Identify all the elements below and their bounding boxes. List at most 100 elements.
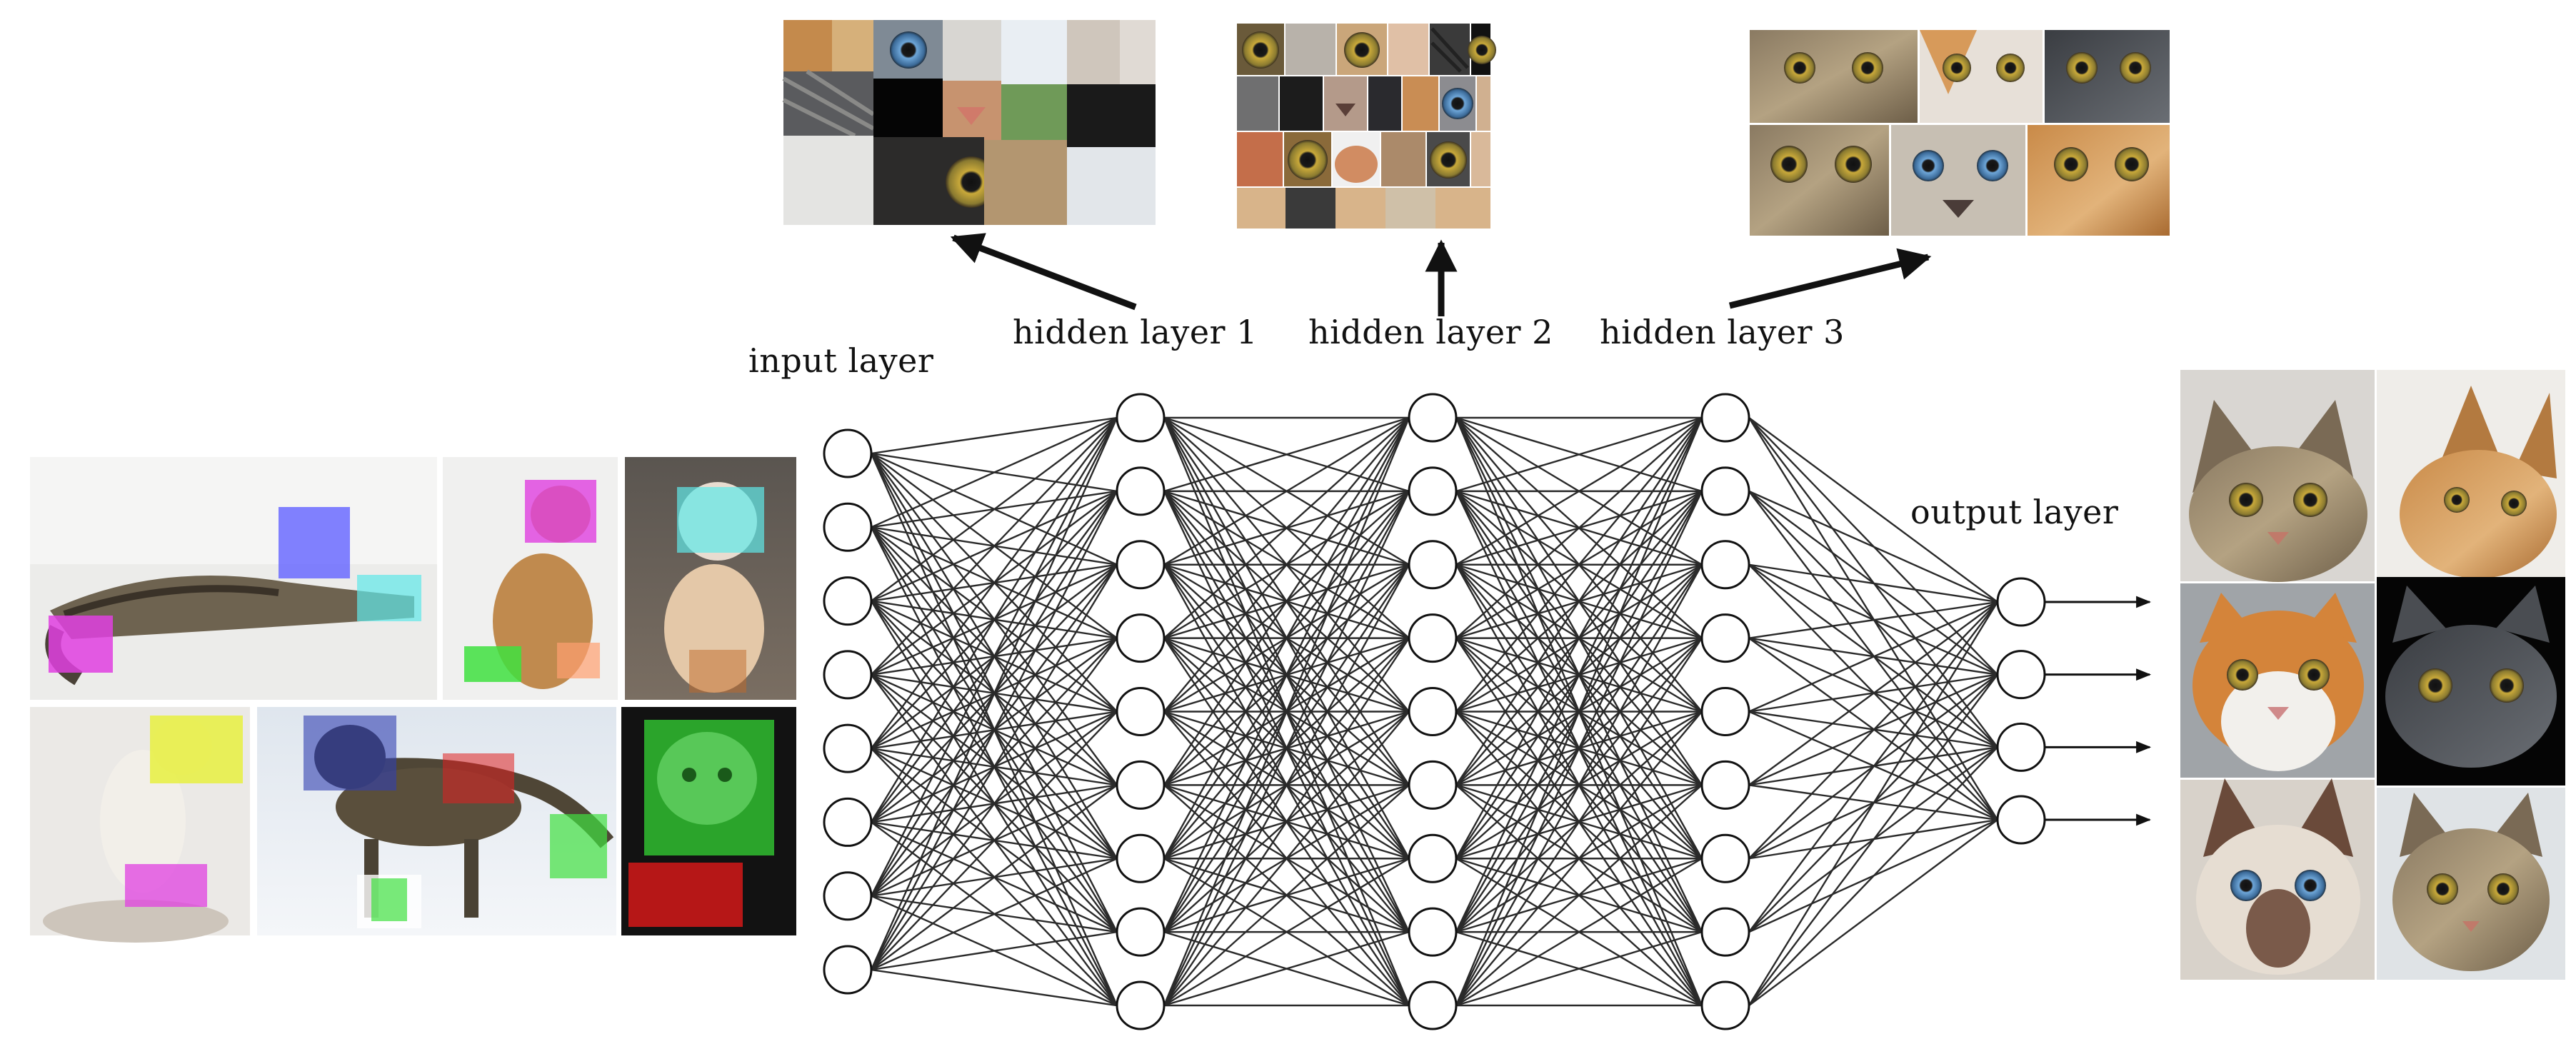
network-edge <box>1163 858 1410 1007</box>
network-edge <box>870 564 1118 970</box>
network-nodes <box>823 393 2046 1030</box>
network-edge <box>1748 746 1998 1006</box>
node-hidden-1-5 <box>1116 687 1166 736</box>
output-photo-abyssinian <box>2377 370 2565 581</box>
node-output-2 <box>1996 650 2046 700</box>
node-input-5 <box>823 723 873 773</box>
network-edge <box>871 416 1118 528</box>
network-edge <box>1455 564 1703 1006</box>
input-photo-lying-cat <box>30 457 437 700</box>
output-arrows <box>2045 596 2152 826</box>
node-hidden-1-9 <box>1116 980 1166 1030</box>
network-edge <box>1455 711 1703 1006</box>
node-hidden-1-7 <box>1116 833 1166 883</box>
network-edge <box>1455 417 1703 859</box>
network-edge <box>1163 417 1410 639</box>
input-images <box>30 457 796 943</box>
network-edge <box>1163 711 1410 1006</box>
node-input-2 <box>823 502 873 552</box>
input-photo-dark-cat <box>621 707 796 935</box>
node-output-4 <box>1996 795 2046 845</box>
node-hidden-2-9 <box>1408 980 1458 1030</box>
network-edge <box>1455 417 1703 713</box>
network-edge <box>1163 637 1410 1006</box>
network-edge <box>1748 601 1998 933</box>
hidden-layer-1-label: hidden layer 1 <box>1013 313 1258 351</box>
network-edge <box>1748 673 1998 1006</box>
input-photo-gravel-cat <box>625 457 796 700</box>
network-edge <box>1163 784 1410 1006</box>
network-edges <box>870 416 1999 1007</box>
input-photo-snow-cat <box>257 707 616 935</box>
network-edge <box>1455 416 1703 493</box>
network-edge <box>1748 601 1998 786</box>
node-input-8 <box>823 945 873 995</box>
output-photo-tabby <box>2180 370 2375 582</box>
network-edge <box>1748 490 1998 603</box>
network-edge <box>871 930 1118 971</box>
network-edge <box>871 968 1118 1007</box>
network-edge <box>1455 784 1703 1006</box>
node-input-4 <box>823 650 873 700</box>
network-edge <box>1163 416 1410 493</box>
network-edge <box>871 784 1118 970</box>
network-edge <box>1455 858 1703 1007</box>
feature-mosaic-hidden-2 <box>1236 21 1496 229</box>
network-edge <box>1748 601 1998 860</box>
feature-mosaic-hidden-3 <box>1748 29 2170 236</box>
node-hidden-2-6 <box>1408 760 1458 810</box>
network-edge <box>870 417 1118 970</box>
node-input-1 <box>823 428 873 478</box>
network-edge <box>1748 601 1998 713</box>
network-edge <box>871 417 1118 749</box>
network-edge <box>871 711 1118 970</box>
network-edge <box>1163 930 1410 1007</box>
network-edge <box>1748 563 1998 603</box>
node-hidden-1-8 <box>1116 907 1166 957</box>
node-hidden-2-1 <box>1408 393 1458 443</box>
network-edge <box>1163 564 1410 1006</box>
node-hidden-3-4 <box>1700 613 1750 663</box>
node-hidden-1-6 <box>1116 760 1166 810</box>
node-hidden-3-7 <box>1700 833 1750 883</box>
node-hidden-2-2 <box>1408 466 1458 516</box>
node-hidden-3-6 <box>1700 760 1750 810</box>
input-photo-sitting-cat <box>443 457 618 700</box>
input-photo-white-cat <box>30 707 250 943</box>
hidden-layer-2-label: hidden layer 2 <box>1308 313 1553 351</box>
network-edge <box>1455 491 1703 1006</box>
node-hidden-3-3 <box>1700 540 1750 590</box>
network-edge <box>1163 416 1410 566</box>
network-edge <box>870 491 1118 970</box>
node-hidden-1-1 <box>1116 393 1166 443</box>
input-layer-label: input layer <box>748 341 934 380</box>
output-photo-tabby-kitten <box>2377 788 2565 980</box>
output-photo-siamese <box>2180 778 2375 980</box>
node-hidden-2-3 <box>1408 540 1458 590</box>
network-edge <box>1163 417 1410 1006</box>
output-photo-calico <box>2180 583 2375 778</box>
network-edge <box>1748 601 1998 639</box>
network-edge <box>1455 417 1703 639</box>
node-input-7 <box>823 871 873 921</box>
network-edge <box>870 417 1118 823</box>
feature-mosaic-hidden-1 <box>782 20 1156 225</box>
network-edge <box>1163 417 1410 786</box>
output-images <box>2178 368 2567 982</box>
network-edge <box>870 417 1118 897</box>
arrow-to-mosaic-3 <box>1728 248 1932 309</box>
node-hidden-2-8 <box>1408 907 1458 957</box>
network-edge <box>871 416 1118 455</box>
node-hidden-2-7 <box>1408 833 1458 883</box>
network-edge <box>1455 930 1703 1007</box>
network-edge <box>1163 417 1410 713</box>
network-edge <box>1163 417 1410 859</box>
node-hidden-3-5 <box>1700 687 1750 736</box>
network-edge <box>871 417 1118 602</box>
network-edge <box>1748 417 1998 603</box>
network-edge <box>1455 417 1703 1006</box>
node-input-3 <box>823 576 873 626</box>
node-hidden-3-9 <box>1700 980 1750 1030</box>
